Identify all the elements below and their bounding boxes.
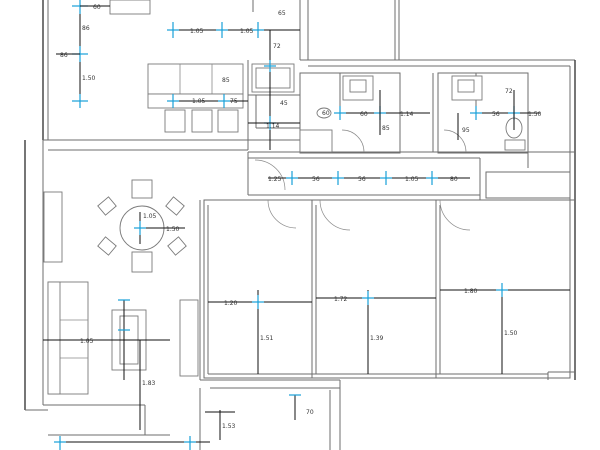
dim-label: 1.05 <box>190 28 204 35</box>
dim-label: 1.53 <box>222 423 236 430</box>
dimension-labels: 60 1.05 1.05 65 72 86 86 1.50 1.05 75 45… <box>60 4 542 430</box>
dim-label: 1.05 <box>240 28 254 35</box>
walls <box>24 0 576 450</box>
dim-label: 86 <box>82 25 90 32</box>
dim-label: 1.83 <box>142 380 156 387</box>
dim-label: 1.50 <box>82 75 96 82</box>
dim-label: 1.05 <box>192 98 206 105</box>
dim-label: 80 <box>450 176 458 183</box>
dim-label: 70 <box>306 409 314 416</box>
dim-label: 86 <box>60 52 68 59</box>
dim-label: 65 <box>278 10 286 17</box>
dim-label: 56 <box>312 176 320 183</box>
dimension-lines <box>43 0 570 450</box>
dim-label: 1.50 <box>504 330 518 337</box>
dim-label: 1.14 <box>400 111 414 118</box>
dim-label: 1.05 <box>80 338 94 345</box>
dim-label: 75 <box>230 98 238 105</box>
dim-label: 95 <box>462 127 470 134</box>
dim-label: 85 <box>382 125 390 132</box>
dim-label: 1.05 <box>405 176 419 183</box>
dim-label: 1.50 <box>528 111 542 118</box>
dim-label: 60 <box>322 110 330 117</box>
dim-label: 1.25 <box>268 176 282 183</box>
dim-label: 60 <box>93 4 101 11</box>
dim-label: 1.05 <box>143 213 157 220</box>
doors <box>254 129 471 231</box>
dim-label: 1.51 <box>260 335 274 342</box>
dim-label: 1.14 <box>266 123 280 130</box>
dim-label: 1.80 <box>464 288 478 295</box>
dim-label: 56 <box>358 176 366 183</box>
dim-label: 60 <box>360 111 368 118</box>
dim-label: 1.72 <box>334 296 348 303</box>
dim-label: 45 <box>280 100 288 107</box>
dim-label: 56 <box>492 111 500 118</box>
dim-label: 1.20 <box>224 300 238 307</box>
dim-label: 1.50 <box>166 226 180 233</box>
dim-label: 1.39 <box>370 335 384 342</box>
dim-label: 72 <box>273 43 281 50</box>
dim-label: 85 <box>222 77 230 84</box>
dim-label: 72 <box>505 88 513 95</box>
furniture <box>43 0 526 395</box>
